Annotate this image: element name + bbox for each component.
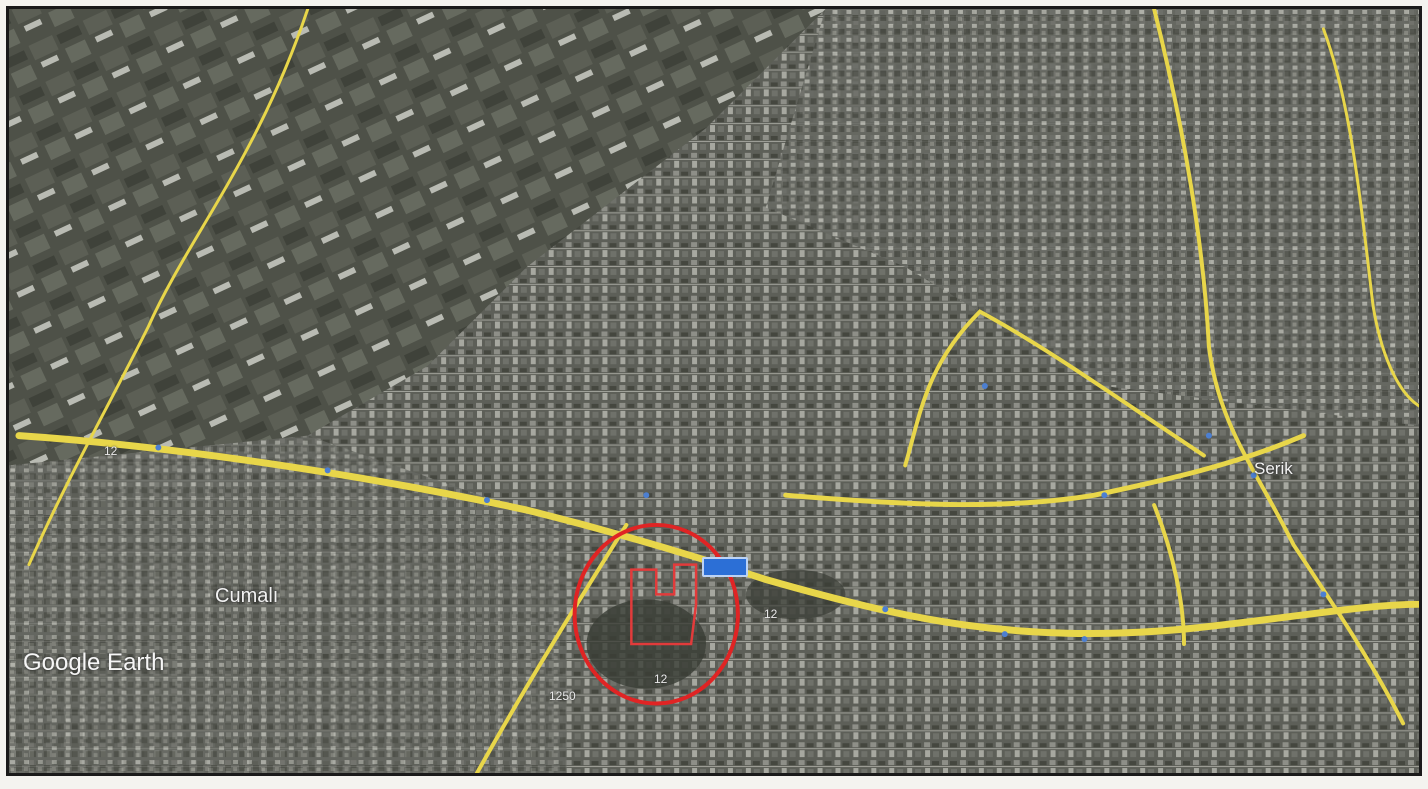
road-east bbox=[1321, 27, 1419, 408]
parcel-outline[interactable] bbox=[630, 563, 698, 646]
road-markers bbox=[155, 383, 1327, 643]
road-southwest bbox=[475, 522, 629, 773]
cumali-village-area bbox=[9, 435, 567, 773]
road-number-label: 12 bbox=[764, 607, 778, 621]
road-serik-west bbox=[783, 433, 1306, 508]
urban-area-north bbox=[765, 9, 1419, 426]
highlight-circle[interactable] bbox=[572, 522, 740, 706]
place-label-cumali[interactable]: Cumalı bbox=[215, 585, 279, 607]
road-south bbox=[1152, 503, 1186, 646]
agricultural-fields bbox=[9, 9, 826, 466]
place-label-serik[interactable]: Serik bbox=[1254, 459, 1293, 478]
roads bbox=[15, 9, 1419, 773]
road-serik-north bbox=[1152, 9, 1406, 726]
main-road bbox=[15, 432, 1419, 637]
road-northwest bbox=[27, 9, 310, 567]
road-number-label: 12 bbox=[104, 444, 118, 458]
road-loop bbox=[903, 309, 1206, 468]
road-number-label: 1250 bbox=[549, 689, 576, 703]
route-shield-marker bbox=[702, 557, 748, 577]
satellite-map[interactable] bbox=[9, 9, 1419, 773]
google-earth-watermark: Google Earth bbox=[23, 649, 165, 676]
page-margin bbox=[0, 776, 1428, 789]
road-number-label: 12 bbox=[654, 672, 668, 686]
map-frame[interactable]: Cumalı Serik 12 12 1250 12 Google Earth bbox=[6, 6, 1422, 776]
